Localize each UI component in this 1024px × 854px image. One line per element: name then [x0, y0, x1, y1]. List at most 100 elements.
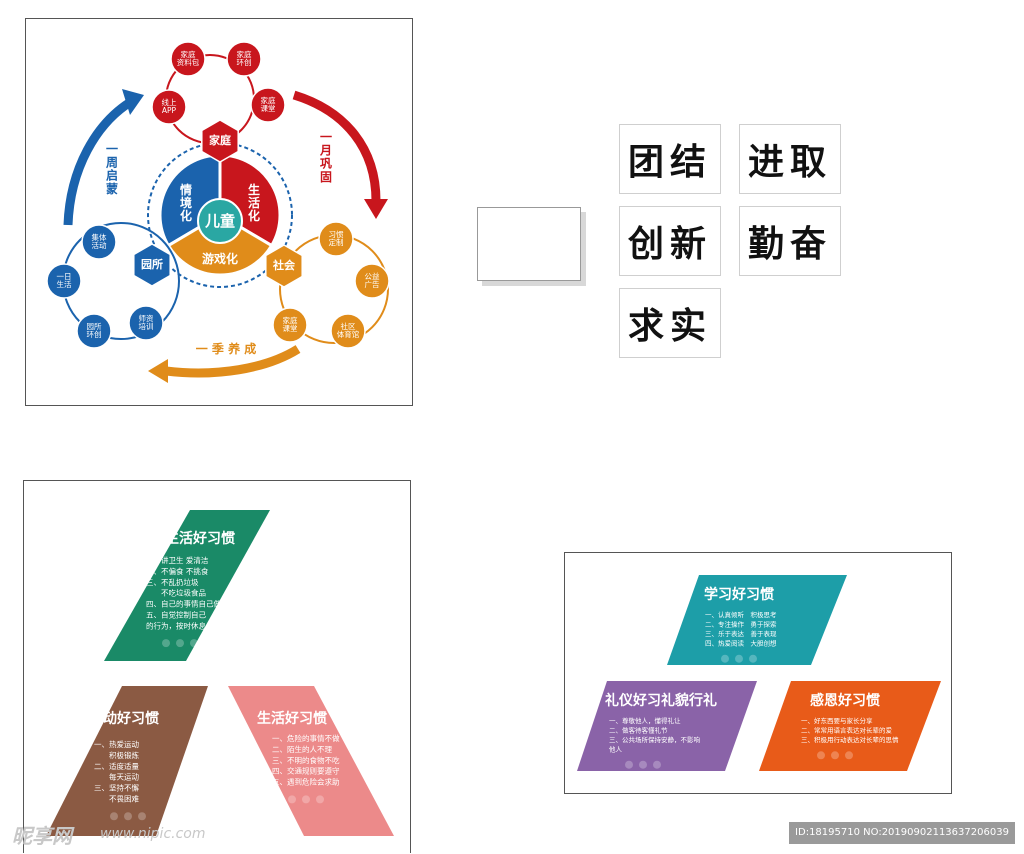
life-board-1-flower-1 — [124, 812, 132, 821]
study-board-1-title: 礼仪好习礼貌行礼 — [605, 692, 717, 709]
school-item-label-3: 师资培训 — [139, 313, 154, 331]
study-board-0-line-3: 四、热爱阅读 大胆创想 — [705, 638, 777, 647]
life-board-1-line-1: 积极锻炼 — [94, 750, 139, 760]
segment-label-0: 情境化 — [180, 181, 192, 222]
school-item-label-2: 园所环创 — [87, 321, 102, 339]
life-board-0-title: 生活好习惯 — [165, 530, 235, 547]
school-item-circle-0 — [81, 224, 117, 260]
study-board-1-line-2: 三、公共场所保持安静，不影响 — [609, 735, 701, 744]
study-board-0-flower-1 — [735, 654, 743, 663]
study-board-1-flower-2 — [653, 760, 661, 769]
arrow-bottom-shaft — [165, 345, 301, 378]
school-hub — [133, 243, 171, 287]
tile-qiushi: 求实 — [619, 288, 721, 358]
study-board-0-line-1: 二、专注操作 勇于探索 — [705, 619, 777, 628]
study-board-0-flower-2 — [749, 654, 757, 663]
study-board-2-title: 感恩好习惯 — [810, 692, 880, 709]
life-board-0-line-3: 不吃垃圾食品 — [146, 588, 206, 598]
tile-tuanjie: 团结 — [619, 124, 721, 194]
life-board-0-shape — [104, 510, 270, 661]
life-board-0-flower-1 — [176, 639, 184, 648]
arrow-right-shaft — [292, 90, 381, 202]
life-board-0-line-6: 的行为，按时休息 — [146, 620, 206, 630]
life-board-1-flower-2 — [138, 812, 146, 821]
life-board-0-line-4: 四、自己的事情自己做 — [146, 599, 221, 609]
school-item-circle-1 — [46, 263, 82, 299]
life-board-1-line-3: 每天运动 — [94, 772, 139, 782]
tile-jinqu: 进取 — [739, 124, 841, 194]
family-hub-label: 家庭 — [209, 133, 231, 147]
tile-qinfen: 勤奋 — [739, 206, 841, 276]
life-board-0-line-2: 三、不乱扔垃圾 — [146, 577, 199, 587]
tile-chuangxin: 创新 — [619, 206, 721, 276]
study-board-2-flower-2 — [845, 751, 853, 760]
study-board-1-shape — [577, 681, 757, 771]
image-id-badge: ID:18195710 NO:20190902113637206039 — [789, 822, 1015, 844]
life-board-2-flower-1 — [302, 795, 310, 804]
study-board-0-line-2: 三、乐于表达 善于表现 — [705, 629, 777, 638]
school-item-label-0: 集体活动 — [92, 232, 107, 250]
watermark-logo: 昵享网 — [12, 824, 72, 848]
family-item-circle-3 — [250, 87, 286, 123]
society-hub — [265, 244, 303, 288]
study-board-2-line-1: 二、常常用语言表达对长辈的爱 — [801, 725, 893, 734]
society-item-label-2: 社区体育馆 — [337, 321, 360, 339]
society-hub-label: 社会 — [272, 258, 296, 272]
segment-2 — [166, 213, 274, 277]
life-board-2-flower-2 — [316, 795, 324, 804]
life-board-1-line-5: 不畏困难 — [94, 793, 139, 803]
study-board-0-shape — [667, 575, 847, 665]
school-item-circle-3 — [128, 305, 164, 341]
study-board-1-flower-1 — [639, 760, 647, 769]
study-board-0-line-0: 一、认真倾听 积极思考 — [705, 610, 777, 619]
society-item-circle-1 — [354, 263, 390, 299]
family-item-circle-0 — [151, 89, 187, 125]
life-board-0-flower-2 — [190, 639, 198, 648]
center-circle — [197, 198, 243, 244]
life-board-1-line-4: 三、坚持不懈 — [94, 783, 139, 793]
life-board-0-line-0: 一、讲卫生 爱清洁 — [146, 555, 209, 565]
study-board-2-flower-1 — [831, 751, 839, 760]
study-board-1-flower-0 — [625, 760, 633, 769]
family-item-circle-2 — [226, 41, 262, 77]
life-board-1-line-2: 二、适度适量 — [94, 761, 139, 771]
arrow-left-label: 一周启蒙 — [106, 142, 118, 196]
family-hub — [201, 119, 239, 163]
life-board-2-title: 生活好习惯 — [257, 710, 327, 727]
school-item-label-1: 一日生活 — [57, 272, 72, 289]
study-habits-panel: 学习好习惯一、认真倾听 积极思考二、专注操作 勇于探索三、乐于表达 善于表现四、… — [564, 552, 952, 794]
segment-label-1: 生活化 — [248, 181, 260, 222]
family-item-label-2: 家庭环创 — [237, 49, 252, 67]
study-board-2-shape — [759, 681, 941, 771]
school-hub-label: 园所 — [141, 257, 163, 271]
study-board-2-flower-0 — [817, 751, 825, 760]
society-item-circle-3 — [272, 307, 308, 343]
family-item-circle-1 — [170, 41, 206, 77]
arrow-left-head — [122, 89, 144, 115]
life-board-2-line-4: 五、遇到危险会求助 — [272, 777, 340, 787]
society-item-circle-0 — [318, 221, 354, 257]
society-item-label-0: 习惯定制 — [329, 229, 344, 247]
school-item-circle-2 — [76, 313, 112, 349]
life-board-0-line-1: 二、不偏食 不挑食 — [146, 566, 209, 576]
life-board-1-title: 运动好习惯 — [89, 710, 159, 727]
arrow-bottom-head — [148, 359, 168, 383]
life-board-2-line-0: 一、危险的事情不做 — [272, 733, 340, 743]
society-item-circle-2 — [330, 313, 366, 349]
life-board-1-shape — [46, 686, 208, 836]
segment-label-2: 游戏化 — [202, 251, 238, 266]
study-board-0-title: 学习好习惯 — [704, 586, 774, 603]
life-board-1-line-0: 一、热爱运动 — [94, 739, 139, 749]
society-item-label-3: 家庭课堂 — [283, 315, 298, 333]
center-label: 儿童 — [204, 212, 235, 230]
study-board-2-line-0: 一、好东西要与家长分享 — [801, 716, 873, 725]
life-board-2-line-1: 二、陌生的人不理 — [272, 744, 332, 754]
life-board-2-flower-0 — [288, 795, 296, 804]
study-board-1-line-1: 二、做客待客懂礼节 — [609, 725, 668, 734]
arrow-right-head — [364, 199, 388, 219]
family-item-label-3: 家庭课堂 — [261, 95, 276, 113]
life-board-2-line-3: 四、交通规则要遵守 — [272, 766, 340, 776]
society-item-label-1: 公益广告 — [365, 271, 380, 289]
